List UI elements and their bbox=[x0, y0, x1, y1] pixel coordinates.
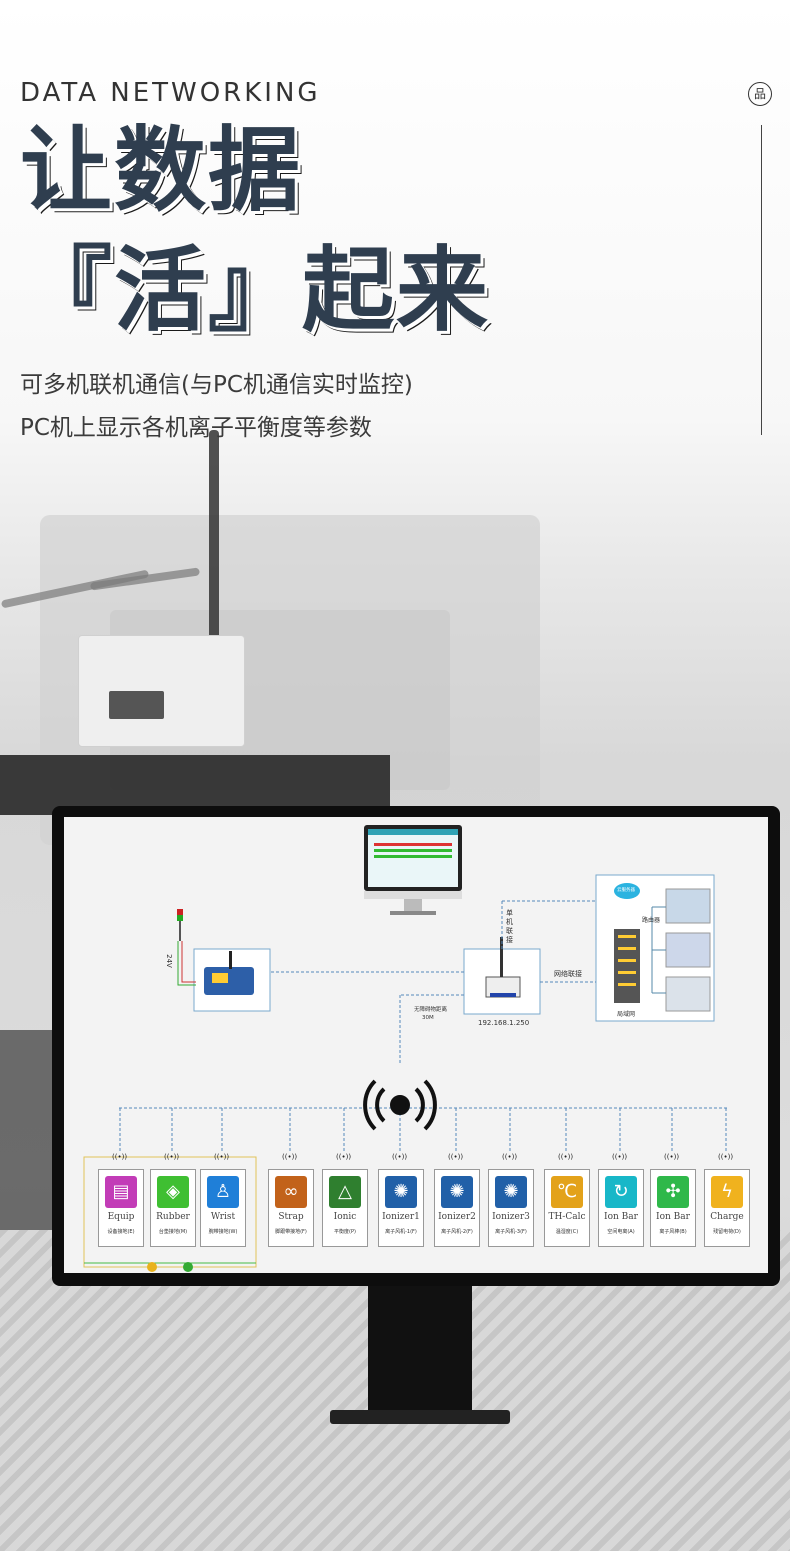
wireless-signal-small-icon: ((•)) bbox=[282, 1153, 298, 1161]
wireless-signal-small-icon: ((•)) bbox=[448, 1153, 464, 1161]
server-rack-icon bbox=[614, 929, 640, 1003]
thermo-icon: ℃ bbox=[551, 1176, 583, 1208]
fan-icon: ✺ bbox=[495, 1176, 527, 1208]
sensor-card-label: 离子风机-3(F) bbox=[495, 1229, 527, 1235]
wireless-signal-small-icon: ((•)) bbox=[112, 1153, 128, 1161]
sensor-card-name: Equip bbox=[107, 1212, 135, 1222]
ip-address-label: 192.168.1.250 bbox=[478, 1019, 530, 1027]
wireless-signal-small-icon: ((•)) bbox=[214, 1153, 230, 1161]
subtitle-line1: 可多机联机通信(与PC机通信实时监控) bbox=[20, 372, 413, 398]
sensor-card: ◈ Rubber 台垫接地(M) bbox=[150, 1169, 196, 1247]
sensor-card: ✺ Ionizer3 离子风机-3(F) bbox=[488, 1169, 534, 1247]
sensor-card-label: 台垫接地(M) bbox=[158, 1229, 188, 1235]
box-icon: ▤ bbox=[105, 1176, 137, 1208]
strap-icon: ∞ bbox=[275, 1176, 307, 1208]
page-title-line2: 『活』起来 bbox=[20, 237, 491, 344]
wireless-text-label: 无障碍物距离 bbox=[414, 1007, 448, 1013]
mat-icon: ◈ bbox=[157, 1176, 189, 1208]
monitor-stand bbox=[368, 1286, 472, 1416]
sensor-card-name: Ionizer2 bbox=[438, 1212, 476, 1222]
sensor-card-name: Ion Bar bbox=[656, 1212, 690, 1222]
sensor-card-label: 设备接地(E) bbox=[107, 1229, 135, 1235]
background-device bbox=[78, 635, 245, 747]
sensor-card-label: 腕带接地(W) bbox=[208, 1229, 238, 1235]
wireless-signal-small-icon: ((•)) bbox=[164, 1153, 180, 1161]
background-table-edge bbox=[0, 1030, 60, 1230]
network-icon: 品 bbox=[748, 82, 772, 106]
background-antenna bbox=[209, 430, 219, 645]
bolt-icon: ϟ bbox=[711, 1176, 743, 1208]
sensor-card-name: Ionizer3 bbox=[492, 1212, 530, 1222]
sensor-card-label: 离子风机-1(F) bbox=[385, 1229, 417, 1235]
wireless-signal-small-icon: ((•)) bbox=[558, 1153, 574, 1161]
triangle-icon: △ bbox=[329, 1176, 361, 1208]
pc-monitor-icon bbox=[364, 825, 462, 915]
network-link-label: 网络联接 bbox=[554, 970, 582, 978]
monitor-stand-base bbox=[330, 1410, 510, 1424]
sensor-card: ▤ Equip 设备接地(E) bbox=[98, 1169, 144, 1247]
fan-icon: ✺ bbox=[441, 1176, 473, 1208]
gateway-device-icon bbox=[204, 951, 254, 995]
voltage-label: 24V bbox=[164, 954, 173, 968]
router-label: 路由器 bbox=[642, 917, 661, 924]
divider-line bbox=[761, 125, 762, 435]
wireless-signal-small-icon: ((•)) bbox=[392, 1153, 408, 1161]
wireless-signal-small-icon: ((•)) bbox=[612, 1153, 628, 1161]
sensor-card-name: Strap bbox=[278, 1212, 304, 1222]
sensor-card-label: 残留电荷(D) bbox=[713, 1229, 741, 1235]
sensor-card-label: 离子风机-2(F) bbox=[441, 1229, 473, 1235]
sensor-card-label: 平衡度(P) bbox=[334, 1229, 356, 1235]
sensor-card-label: 脚跟带接地(F) bbox=[275, 1229, 307, 1235]
sensor-card-label: 离子风棒(B) bbox=[659, 1229, 687, 1235]
network-diagram: 24V 单机联接 网络联接 无障碍物距离 30M 192.168.1.250 路… bbox=[64, 817, 768, 1273]
wireless-signal-small-icon: ((•)) bbox=[718, 1153, 734, 1161]
sensor-card-name: Wrist bbox=[210, 1212, 236, 1222]
background-table bbox=[0, 755, 390, 815]
wireless-signal-small-icon: ((•)) bbox=[502, 1153, 518, 1161]
person-icon: ♙ bbox=[207, 1176, 239, 1208]
sensor-card-label: 空间电离(A) bbox=[607, 1229, 635, 1235]
sensor-card: ✺ Ionizer1 离子风机-1(F) bbox=[378, 1169, 424, 1247]
sensor-card: ↻ Ion Bar 空间电离(A) bbox=[598, 1169, 644, 1247]
sensor-card: ∞ Strap 脚跟带接地(F) bbox=[268, 1169, 314, 1247]
blade-icon: ✣ bbox=[657, 1176, 689, 1208]
sensor-card-name: Rubber bbox=[156, 1212, 190, 1222]
wireless-signal-small-icon: ((•)) bbox=[336, 1153, 352, 1161]
sensor-card-name: Charge bbox=[710, 1212, 744, 1222]
cloud-icon bbox=[614, 883, 640, 899]
page-title-line1: 让数据 bbox=[20, 117, 303, 224]
tower-light-icon bbox=[177, 909, 196, 986]
subtitle-line2: PC机上显示各机离子平衡度等参数 bbox=[20, 415, 372, 441]
wireless-signal-icon bbox=[363, 1079, 437, 1131]
lan-label: 局域网 bbox=[617, 1011, 636, 1018]
sensor-card-name: TH-Calc bbox=[548, 1212, 586, 1222]
sensor-card-name: Ionizer1 bbox=[382, 1212, 420, 1222]
sensor-card: ✺ Ionizer2 离子风机-2(F) bbox=[434, 1169, 480, 1247]
wireless-signal-small-icon: ((•)) bbox=[664, 1153, 680, 1161]
sensor-card-label: 温湿度(C) bbox=[555, 1229, 579, 1235]
sensor-card: ✣ Ion Bar 离子风棒(B) bbox=[650, 1169, 696, 1247]
english-heading: DATA NETWORKING bbox=[20, 78, 321, 108]
single-link-label: 单机联接 bbox=[506, 909, 513, 944]
sensor-card-name: Ionic bbox=[333, 1212, 357, 1222]
office-photo-icons bbox=[665, 888, 711, 1012]
wireless-router-icon bbox=[485, 937, 521, 998]
diagram-lines bbox=[83, 825, 729, 1272]
sensor-card: ♙ Wrist 腕带接地(W) bbox=[200, 1169, 246, 1247]
cycle-icon: ↻ bbox=[605, 1176, 637, 1208]
cloud-label: 云服务器 bbox=[617, 888, 635, 893]
fan-icon: ✺ bbox=[385, 1176, 417, 1208]
sensor-card: ℃ TH-Calc 温湿度(C) bbox=[544, 1169, 590, 1247]
wireless-distance-label: 30M bbox=[422, 1015, 434, 1021]
sensor-card: △ Ionic 平衡度(P) bbox=[322, 1169, 368, 1247]
sensor-card-name: Ion Bar bbox=[604, 1212, 638, 1222]
